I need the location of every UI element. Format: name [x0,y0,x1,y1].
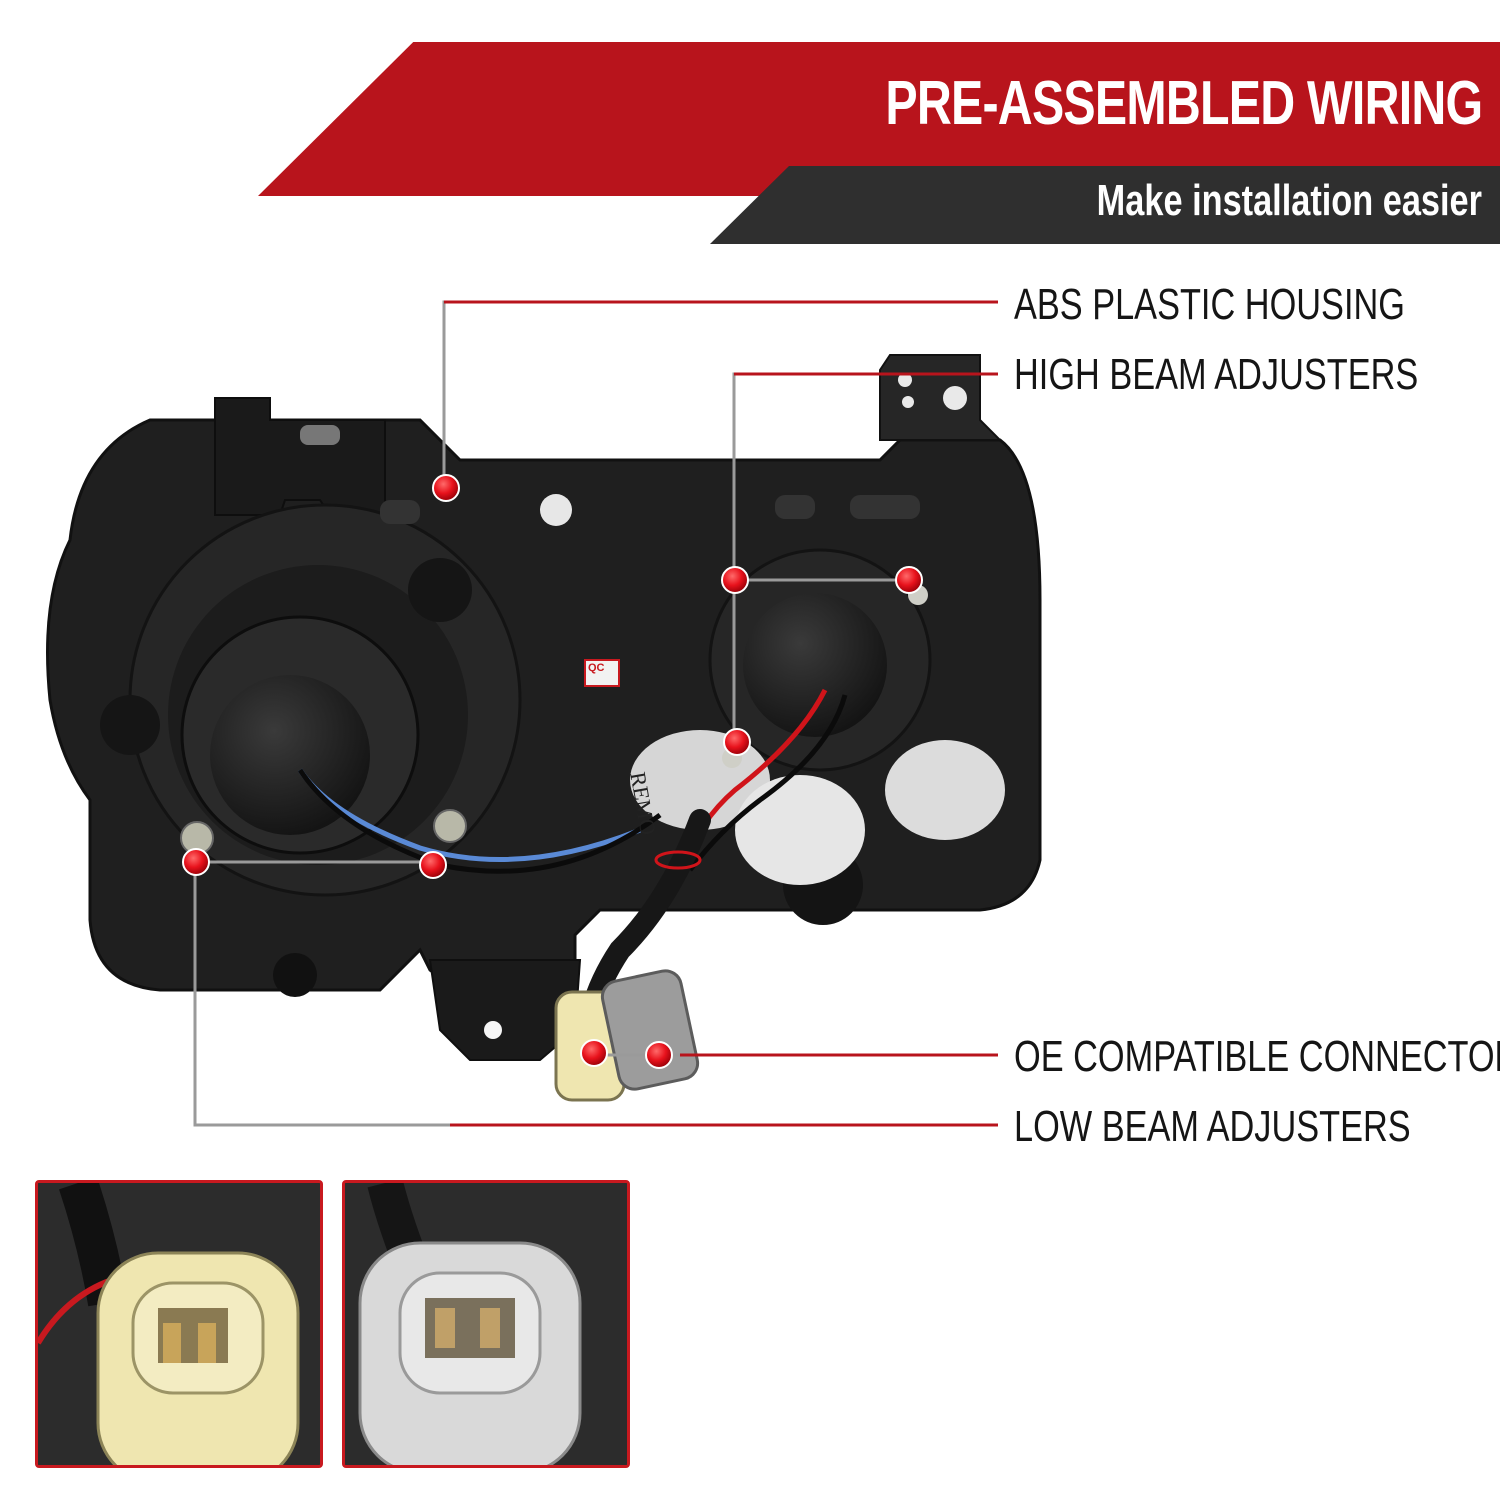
wiring-harness [297,688,848,1021]
callout-oe-compatible-connectors: OE COMPATIBLE CONNECTORS [1014,1032,1500,1081]
marker-low-beam-2 [419,851,447,879]
headlight-housing [46,354,1042,1061]
marker-high-beam-1 [721,566,749,594]
banner-title: PRE-ASSEMBLED WIRING [885,69,1483,138]
marker-high-beam-3 [723,728,751,756]
connector-2-closeup [345,1183,627,1465]
marker-high-beam-2 [895,566,923,594]
marker-low-beam-1 [182,848,210,876]
detail-panel-connector-1 [35,1180,323,1468]
marker-connector-2 [645,1041,673,1069]
marker-housing [432,474,460,502]
marker-connector-1 [580,1039,608,1067]
callout-abs-plastic-housing: ABS PLASTIC HOUSING [1014,280,1405,329]
callout-markers [182,474,923,1069]
callout-low-beam-adjusters: LOW BEAM ADJUSTERS [1014,1102,1411,1151]
subtitle-banner [710,166,1500,244]
callout-high-beam-adjusters: HIGH BEAM ADJUSTERS [1014,350,1419,399]
connector-1-closeup [38,1183,320,1465]
banner-subtitle: Make installation easier [1096,176,1482,225]
detail-panel-connector-2 [342,1180,630,1468]
qc-sticker-label: QC [588,662,605,674]
